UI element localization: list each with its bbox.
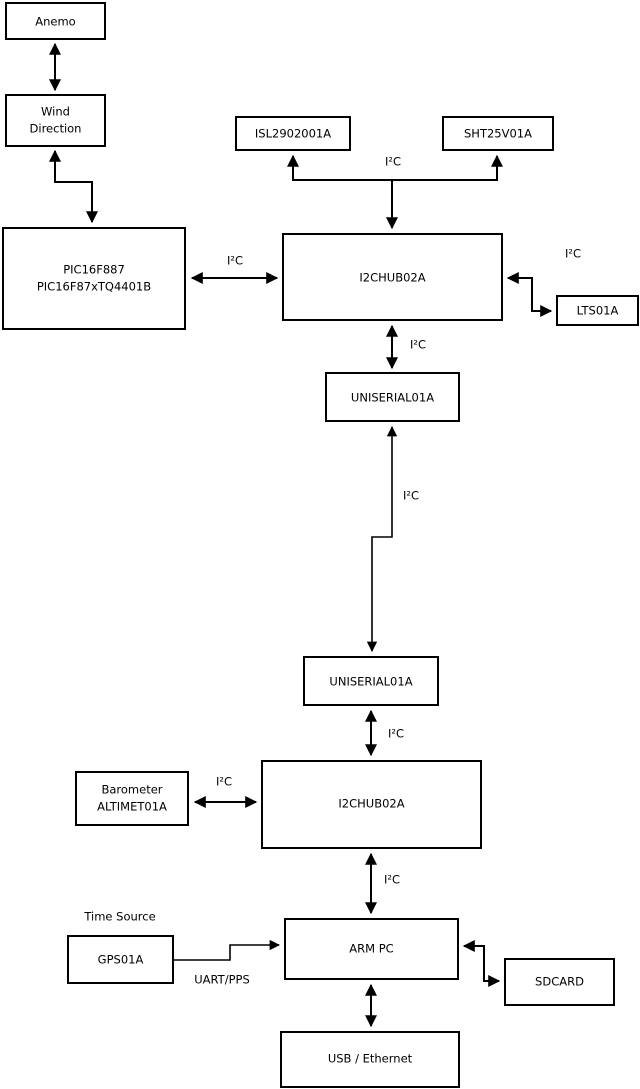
- node-uniserial01a-top[interactable]: UNISERIAL01A: [325, 372, 460, 422]
- edge-label-i2c-hub-uniserial: I²C: [410, 338, 426, 352]
- connector-i2chub-top-lts: [506, 272, 553, 317]
- node-arm-pc-label: ARM PC: [349, 942, 393, 956]
- node-sht25v01a[interactable]: SHT25V01A: [442, 116, 554, 151]
- node-wind-direction-label-line1: Wind: [41, 105, 70, 119]
- label-time-source: Time Source: [83, 910, 155, 924]
- node-wind-direction-label-line2: Direction: [30, 122, 82, 136]
- edge-label-i2c-uniserial-hub-bottom: I²C: [388, 727, 404, 741]
- edge-label-i2c-lts: I²C: [565, 247, 581, 261]
- node-pic-label-line2: PIC16F87xTQ4401B: [37, 280, 151, 294]
- node-anemo-label: Anemo: [35, 15, 75, 29]
- node-lts01a[interactable]: LTS01A: [556, 295, 639, 326]
- node-usb-ethernet[interactable]: USB / Ethernet: [280, 1031, 460, 1088]
- node-pic-microcontroller[interactable]: PIC16F887 PIC16F87xTQ4401B: [2, 227, 186, 330]
- node-uniserial01a-bottom-label: UNISERIAL01A: [329, 675, 412, 689]
- node-anemo[interactable]: Anemo: [5, 2, 106, 40]
- node-i2chub02a-bottom-label: I2CHUB02A: [338, 797, 404, 811]
- node-sht25v01a-label: SHT25V01A: [464, 127, 532, 141]
- node-sdcard[interactable]: SDCARD: [504, 958, 615, 1006]
- node-i2chub02a-top-label: I2CHUB02A: [359, 271, 425, 285]
- edge-label-uart-pps: UART/PPS: [194, 973, 250, 987]
- edge-label-i2c-pic-hub: I²C: [227, 254, 243, 268]
- node-wind-direction[interactable]: Wind Direction: [5, 94, 106, 147]
- node-gps01a[interactable]: GPS01A: [67, 935, 174, 984]
- edge-label-i2c-top-bus: I²C: [385, 155, 401, 169]
- connector-wind-direction-pic: [49, 149, 98, 224]
- edge-label-i2c-uniserial-link: I²C: [403, 489, 419, 503]
- connector-arm-pc-sdcard: [462, 940, 501, 987]
- node-uniserial01a-top-label: UNISERIAL01A: [351, 391, 434, 405]
- node-isl2902001a-label: ISL2902001A: [255, 127, 331, 141]
- node-barometer-label-line1: Barometer: [101, 783, 162, 797]
- node-lts01a-label: LTS01A: [577, 304, 619, 318]
- node-sdcard-label: SDCARD: [535, 975, 584, 989]
- connector-i2chub-top-sensor-bus: [287, 154, 503, 230]
- node-usb-ethernet-label: USB / Ethernet: [328, 1052, 413, 1066]
- node-isl2902001a[interactable]: ISL2902001A: [235, 116, 351, 151]
- node-barometer-altimet01a[interactable]: Barometer ALTIMET01A: [75, 771, 189, 826]
- node-uniserial01a-bottom[interactable]: UNISERIAL01A: [303, 656, 439, 706]
- node-pic-label-line1: PIC16F887: [63, 263, 125, 277]
- edge-label-i2c-hub-arm: I²C: [384, 873, 400, 887]
- connector-uniserial-top-uniserial-bottom: [366, 425, 398, 653]
- node-barometer-label-line2: ALTIMET01A: [97, 800, 167, 814]
- node-i2chub02a-bottom[interactable]: I2CHUB02A: [261, 760, 482, 849]
- connector-gps-arm-pc: [173, 939, 281, 961]
- node-gps01a-label: GPS01A: [98, 953, 144, 967]
- node-arm-pc[interactable]: ARM PC: [284, 918, 459, 980]
- node-i2chub02a-top[interactable]: I2CHUB02A: [282, 233, 503, 321]
- edge-label-i2c-barometer: I²C: [216, 775, 232, 789]
